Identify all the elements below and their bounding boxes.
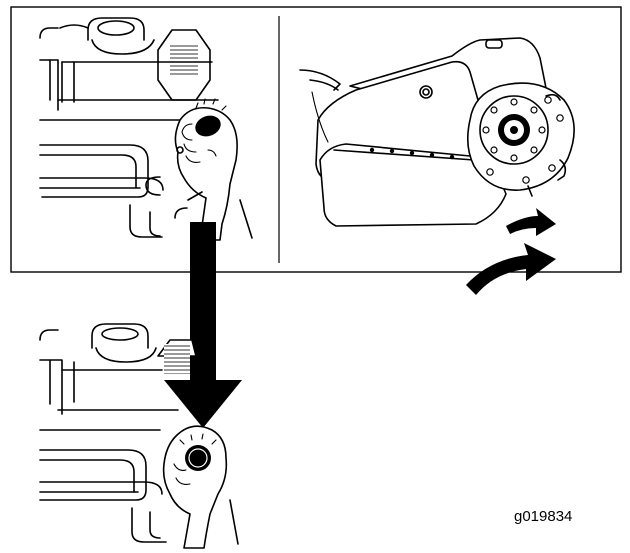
fuel-cap-icon-2 — [92, 324, 156, 362]
filter-hex-icon — [158, 30, 210, 100]
reel-end-plate-icon — [468, 83, 574, 196]
panel-1-engine — [40, 18, 252, 240]
figure-id-label: g019834 — [514, 508, 572, 525]
panel-2-reel — [300, 38, 574, 236]
fuel-cap-icon — [60, 18, 154, 54]
arrow-down-icon — [164, 222, 242, 428]
curved-arrow-icon — [466, 243, 556, 295]
small-rotation-arrow-icon — [506, 208, 556, 236]
hand-icon-2 — [164, 426, 238, 548]
